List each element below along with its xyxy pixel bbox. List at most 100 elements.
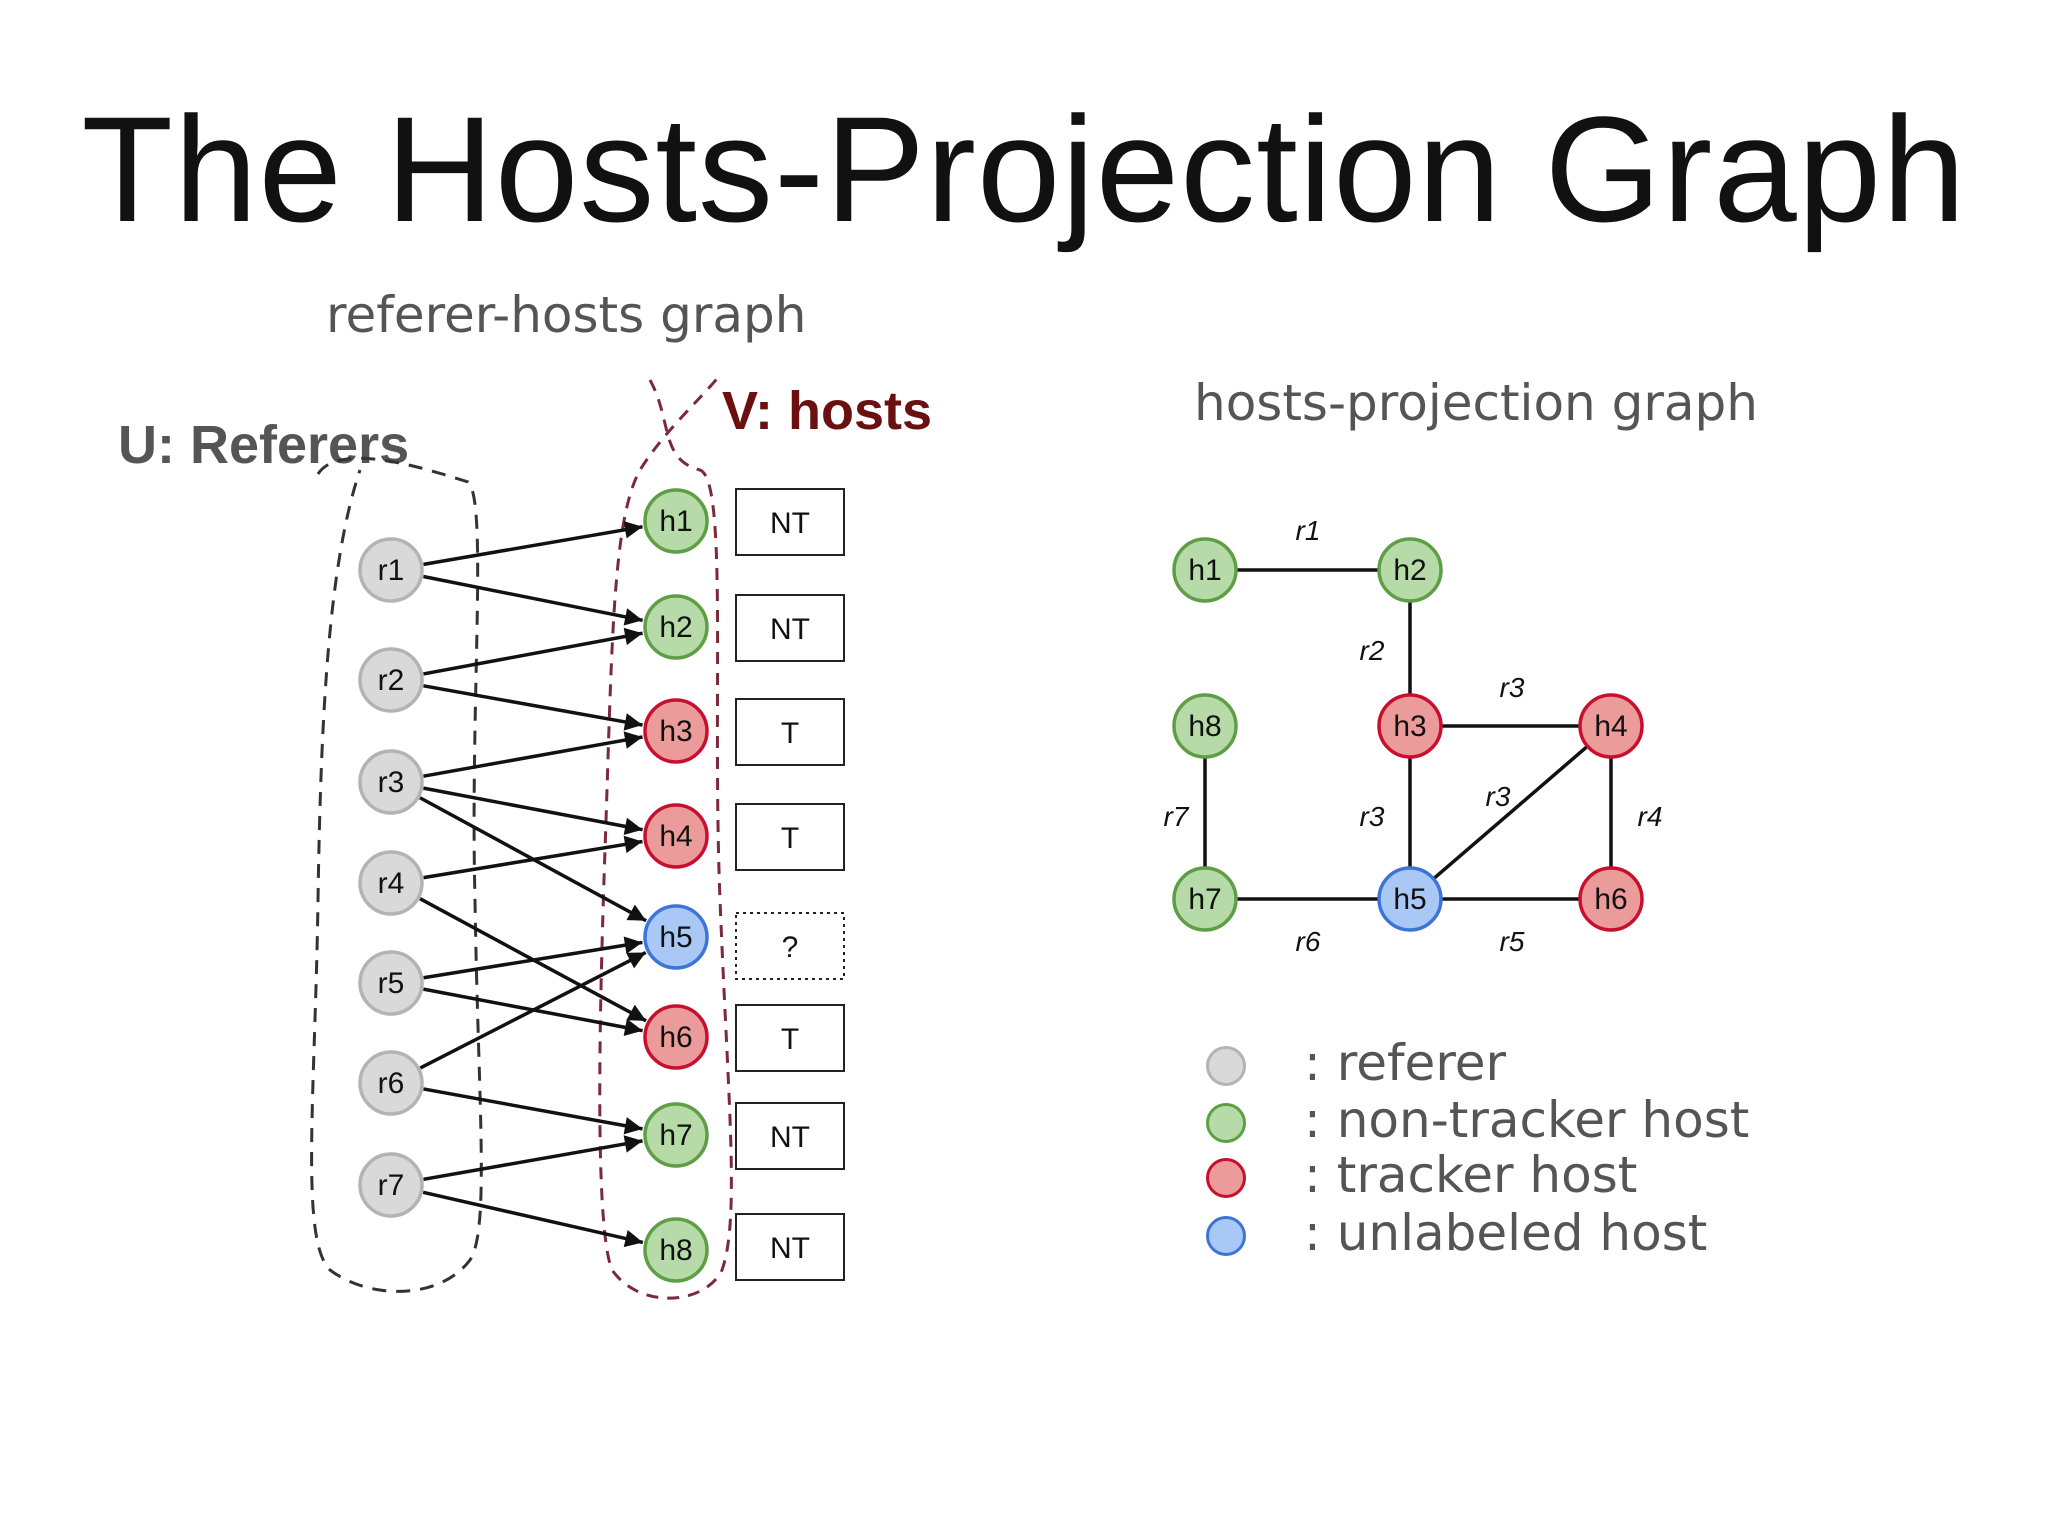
projection-edge-label-h7-h5: r6 [1296, 926, 1321, 957]
host-label-text-h5: ? [782, 931, 799, 964]
projection-node-h8: h8 [1172, 693, 1238, 759]
referer-node-r3: r3 [358, 749, 424, 815]
host-label-box-h6: T [735, 1004, 845, 1072]
edge-r1-h2 [423, 574, 644, 626]
referer-node-r4-label: r4 [378, 867, 405, 900]
host-label-text-h7: NT [770, 1121, 810, 1154]
slide-title: The Hosts-Projection Graph [81, 85, 1967, 253]
edge-r3-h3 [423, 731, 643, 778]
host-label-box-h8: NT [735, 1213, 845, 1281]
projection-node-h6-label: h6 [1594, 883, 1627, 916]
projection-node-h4-label: h4 [1594, 710, 1627, 743]
host-label-box-h4: T [735, 803, 845, 871]
projection-edge-label-h4-h6: r4 [1638, 801, 1663, 832]
referer-node-r6: r6 [358, 1050, 424, 1116]
host-node-h5-label: h5 [659, 921, 692, 954]
referer-node-r2: r2 [358, 647, 424, 713]
edge-r5-h5 [423, 936, 643, 980]
edge-r7-h8 [422, 1190, 644, 1248]
edge-r6-h7 [423, 1087, 643, 1135]
host-node-h1: h1 [643, 488, 709, 554]
edge-r6-h5 [419, 950, 647, 1070]
referers-set-label: U: Referers [118, 415, 410, 475]
edge-r2-h3 [423, 684, 643, 731]
legend-dot-referer [1206, 1046, 1246, 1086]
edge-r4-h4 [423, 835, 643, 880]
edge-r1-h1 [423, 521, 643, 567]
host-label-box-h5: ? [735, 912, 845, 980]
referer-node-r3-label: r3 [378, 766, 405, 799]
legend-dot-non-tracker [1206, 1103, 1246, 1143]
projection-node-h7-label: h7 [1188, 883, 1221, 916]
host-label-text-h6: T [781, 1023, 799, 1056]
projection-node-h2: h2 [1377, 537, 1443, 603]
referer-node-r7: r7 [358, 1152, 424, 1218]
projection-node-h8-label: h8 [1188, 710, 1221, 743]
legend-text-unlabeled: : unlabeled host [1304, 1204, 1708, 1262]
edge-r2-h2 [423, 627, 643, 676]
host-label-text-h3: T [781, 717, 799, 750]
projection-node-h7: h7 [1172, 866, 1238, 932]
projection-edge-label-h4-h5: r3 [1486, 781, 1511, 812]
projection-node-h3-label: h3 [1393, 710, 1426, 743]
projection-edge-h4-h5 [1408, 724, 1613, 901]
referers-set-outline [310, 456, 483, 1293]
host-node-h5: h5 [643, 904, 709, 970]
host-label-box-h2: NT [735, 594, 845, 662]
host-label-text-h4: T [781, 822, 799, 855]
projection-node-h1: h1 [1172, 537, 1238, 603]
host-label-box-h7: NT [735, 1102, 845, 1170]
projection-node-h3: h3 [1377, 693, 1443, 759]
host-node-h6: h6 [643, 1004, 709, 1070]
host-node-h7: h7 [643, 1102, 709, 1168]
host-node-h3-label: h3 [659, 715, 692, 748]
referer-node-r1-label: r1 [378, 554, 405, 587]
referer-node-r1: r1 [358, 537, 424, 603]
referer-node-r5-label: r5 [378, 967, 405, 1000]
projection-edge-label-h5-h6: r5 [1500, 926, 1525, 957]
referer-node-r2-label: r2 [378, 664, 405, 697]
hosts-set-label: V: hosts [722, 381, 933, 441]
legend-dot-unlabeled [1206, 1216, 1246, 1256]
projection-edge-label-h8-h7: r7 [1164, 801, 1190, 832]
host-label-box-h3: T [735, 698, 845, 766]
edge-r7-h7 [423, 1135, 643, 1182]
host-node-h1-label: h1 [659, 505, 692, 538]
projection-edge-label-h1-h2: r1 [1296, 515, 1321, 546]
host-node-h6-label: h6 [659, 1021, 692, 1054]
legend-text-referer: : referer [1304, 1034, 1507, 1092]
projection-node-h5: h5 [1377, 866, 1443, 932]
referer-node-r4: r4 [358, 850, 424, 916]
host-node-h4: h4 [643, 803, 709, 869]
projection-node-h4: h4 [1578, 693, 1644, 759]
host-label-text-h2: NT [770, 613, 810, 646]
host-node-h8: h8 [643, 1217, 709, 1283]
projection-node-h5-label: h5 [1393, 883, 1426, 916]
referer-node-r7-label: r7 [378, 1169, 405, 1202]
host-node-h3: h3 [643, 698, 709, 764]
hosts-set-outline [598, 374, 733, 1300]
bipartite-caption: referer-hosts graph [326, 286, 807, 344]
host-node-h8-label: h8 [659, 1234, 692, 1267]
host-label-text-h1: NT [770, 507, 810, 540]
referer-node-r6-label: r6 [378, 1067, 405, 1100]
projection-edge-label-h3-h5: r3 [1360, 801, 1385, 832]
projection-node-h2-label: h2 [1393, 554, 1426, 587]
legend-text-non-tracker: : non-tracker host [1304, 1091, 1750, 1149]
edge-r3-h4 [423, 786, 643, 836]
host-node-h2-label: h2 [659, 611, 692, 644]
host-label-box-h1: NT [735, 488, 845, 556]
legend-text-tracker: : tracker host [1304, 1146, 1638, 1204]
host-node-h7-label: h7 [659, 1119, 692, 1152]
projection-node-h6: h6 [1578, 866, 1644, 932]
host-label-text-h8: NT [770, 1232, 810, 1265]
projection-edge-label-h3-h4: r3 [1500, 672, 1525, 703]
host-node-h2: h2 [643, 594, 709, 660]
projection-node-h1-label: h1 [1188, 554, 1221, 587]
referer-node-r5: r5 [358, 950, 424, 1016]
legend-dot-tracker [1206, 1158, 1246, 1198]
projection-edge-label-h2-h3: r2 [1360, 635, 1385, 666]
projection-caption: hosts-projection graph [1194, 374, 1758, 432]
